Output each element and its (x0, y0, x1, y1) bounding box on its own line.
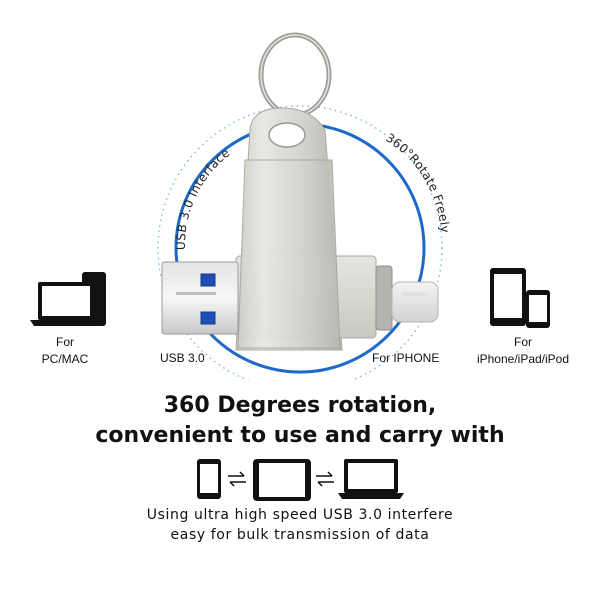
usb-a-connector (161, 261, 239, 335)
description-line2: easy for bulk transmission of data (170, 527, 430, 543)
usb-contact-bottom (200, 311, 216, 325)
pc-mac-icon (30, 272, 106, 326)
headline-line1: 360 Degrees rotation, (163, 393, 437, 418)
tablet-icon (253, 459, 311, 501)
phone-icon (197, 459, 221, 499)
arc-right-label: 360°Rotate Freely (383, 131, 451, 234)
arc-left-label: USB 3.0 Interface (174, 145, 232, 250)
headline-line2: convenient to use and carry with (95, 423, 505, 448)
usb-contact-top (200, 273, 216, 287)
product-illustration: USB 3.0 Interface 360°Rotate Freely (157, 32, 452, 380)
iphone-ipad-label: For iPhone/iPad/iPod (476, 335, 570, 366)
svg-text:USB 3.0 Interface: USB 3.0 Interface (174, 145, 233, 250)
svg-text:360°Rotate Freely: 360°Rotate Freely (383, 131, 452, 234)
laptop-icon (338, 459, 404, 499)
rotation-dotted-circle (157, 105, 443, 380)
iphone-ipad-icon (490, 268, 550, 328)
lightning-connector (391, 281, 439, 323)
usb-label: USB 3.0 (160, 351, 205, 365)
transfer-arrows-icon (228, 471, 246, 487)
description-line1: Using ultra high speed USB 3.0 interfere (146, 507, 454, 523)
transfer-arrows-icon (316, 471, 334, 487)
lightning-label: For IPHONE (372, 351, 440, 365)
pc-mac-label: For PC/MAC (41, 335, 89, 366)
